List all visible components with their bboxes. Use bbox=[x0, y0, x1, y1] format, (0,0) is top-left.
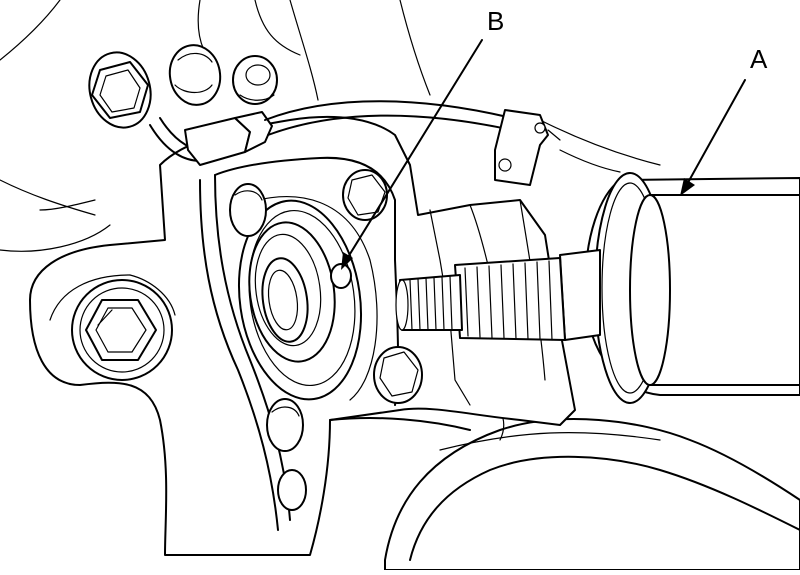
upper-bolts bbox=[88, 44, 278, 129]
knuckle-bolt-left bbox=[71, 279, 173, 381]
brake-line bbox=[149, 100, 561, 186]
flange-bolts bbox=[229, 169, 423, 511]
driveshaft bbox=[395, 172, 800, 404]
background-contours bbox=[0, 0, 661, 252]
dowel-pin-b bbox=[330, 263, 352, 289]
threads bbox=[409, 275, 453, 331]
callout-b-label: B bbox=[487, 6, 504, 36]
callout-a-arrowhead bbox=[680, 178, 695, 196]
callout-a-label: A bbox=[750, 44, 768, 74]
callout-a: A bbox=[680, 44, 768, 196]
splines bbox=[464, 260, 553, 341]
lower-arm bbox=[384, 409, 800, 571]
hub-bearing bbox=[237, 196, 378, 401]
callout-b: B bbox=[341, 6, 504, 270]
callout-b-arrowhead bbox=[341, 252, 353, 270]
